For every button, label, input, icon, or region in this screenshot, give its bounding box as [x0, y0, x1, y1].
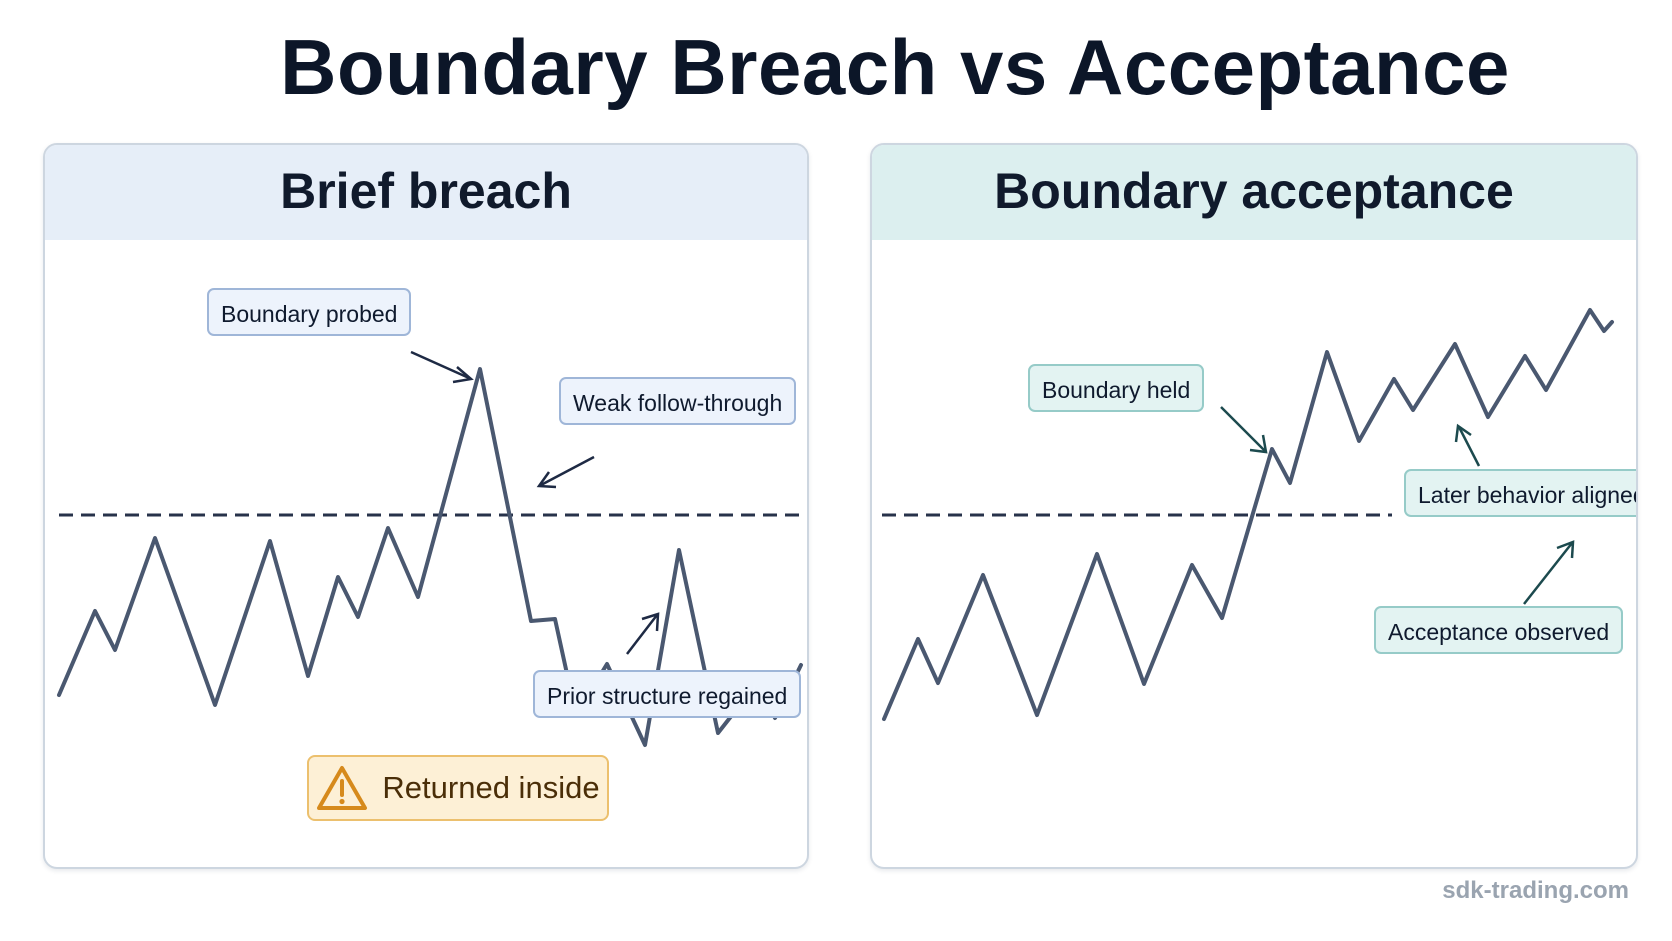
- callout-later-behavior-aligned: Later behavior aligned: [1404, 469, 1636, 517]
- panel-boundary-acceptance: Boundary acceptance Boundary held Later …: [870, 143, 1638, 869]
- arrow-acceptance-observed: [1523, 540, 1575, 605]
- returned-inside-badge: Returned inside: [307, 755, 609, 821]
- arrow-weak-follow-through: [536, 455, 595, 489]
- brief-breach-diagram: [57, 350, 803, 747]
- panel-brief-breach: Brief breach Boundary probed Weak follow…: [43, 143, 809, 869]
- callout-acceptance-observed: Acceptance observed: [1374, 606, 1624, 654]
- callout-weak-follow-through: Weak follow-through: [559, 377, 797, 425]
- arrow-later-behavior-aligned: [1454, 423, 1481, 467]
- callout-boundary-probed: Boundary probed: [207, 288, 412, 336]
- callout-boundary-held: Boundary held: [1028, 364, 1205, 412]
- page-title: Boundary Breach vs Acceptance: [280, 23, 1510, 111]
- price-path: [882, 308, 1614, 721]
- warning-triangle-icon: [317, 766, 368, 810]
- arrow-prior-structure-regained: [626, 612, 660, 655]
- panel-title-brief-breach: Brief breach: [45, 145, 807, 240]
- returned-inside-label: Returned inside: [382, 770, 600, 805]
- boundary-acceptance-diagram: [882, 308, 1614, 721]
- arrow-boundary-held: [1220, 406, 1268, 454]
- arrow-boundary-probed: [410, 350, 474, 384]
- site-watermark: sdk-trading.com: [1442, 877, 1629, 904]
- callout-prior-structure-regained: Prior structure regained: [533, 670, 802, 718]
- price-path: [57, 367, 803, 747]
- panel-title-boundary-acceptance: Boundary acceptance: [872, 145, 1636, 240]
